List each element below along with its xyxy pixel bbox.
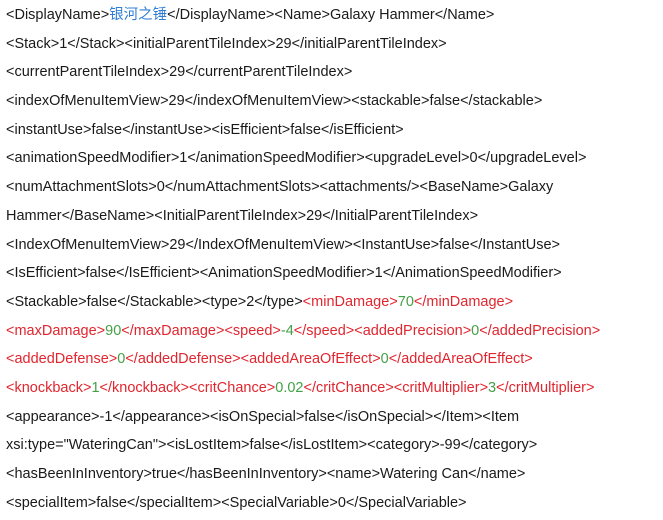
- xml-line: Hammer</BaseName><InitialParentTileIndex…: [6, 205, 663, 234]
- xml-segment-red: </knockback><critChance>: [99, 379, 276, 396]
- xml-segment-default: <DisplayName>: [6, 7, 110, 23]
- xml-segment-red: <addedDefense>: [6, 351, 118, 368]
- xml-segment-red: </addedAreaOfEffect>: [388, 351, 533, 368]
- xml-segment-green: -4: [280, 322, 294, 339]
- xml-segment-default: <currentParentTileIndex>29</currentParen…: [6, 64, 353, 81]
- xml-segment-red: </minDamage>: [413, 293, 514, 310]
- xml-segment-green: 0.02: [275, 379, 304, 396]
- xml-segment-default: <specialItem>false</specialItem><Special…: [6, 494, 467, 511]
- xml-line: <Stack>1</Stack><initialParentTileIndex>…: [6, 33, 663, 62]
- xml-segment-green: 3: [488, 379, 497, 396]
- xml-line: <hasBeenInInventory>true</hasBeenInInven…: [6, 463, 663, 492]
- xml-segment-red: <maxDamage>: [6, 322, 106, 339]
- xml-segment-red: <minDamage>: [302, 293, 398, 310]
- xml-segment-default: xsi:type="WateringCan"><isLostItem>false…: [6, 437, 538, 454]
- xml-segment-default: <indexOfMenuItemView>29</indexOfMenuItem…: [6, 93, 543, 110]
- xml-segment-cjk: 银河之锤: [109, 7, 168, 23]
- xml-line: <Stackable>false</Stackable><type>2</typ…: [6, 291, 663, 320]
- xml-segment-red: </addedPrecision>: [479, 322, 601, 339]
- xml-line: <animationSpeedModifier>1</animationSpee…: [6, 147, 663, 176]
- xml-segment-red: </critMultiplier>: [496, 379, 595, 396]
- xml-line: <addedDefense>0</addedDefense><addedArea…: [6, 348, 663, 377]
- xml-line: <IndexOfMenuItemView>29</IndexOfMenuItem…: [6, 234, 663, 263]
- xml-segment-red: </critChance><critMultiplier>: [303, 379, 489, 396]
- xml-segment-green: 0: [471, 322, 480, 339]
- xml-segment-green: 90: [105, 322, 122, 339]
- xml-segment-default: <hasBeenInInventory>true</hasBeenInInven…: [6, 466, 526, 482]
- xml-line: <knockback>1</knockback><critChance>0.02…: [6, 377, 663, 406]
- xml-segment-default: <IsEfficient>false</IsEfficient><Animati…: [6, 265, 562, 282]
- xml-segment-green: 0: [117, 351, 126, 368]
- xml-segment-green: 70: [397, 293, 414, 310]
- xml-segment-default: Hammer</BaseName><InitialParentTileIndex…: [6, 207, 479, 224]
- xml-segment-default: </DisplayName><Name>Galaxy Hammer</Name>: [167, 7, 495, 23]
- xml-segment-default: <instantUse>false</instantUse><isEfficie…: [6, 121, 404, 138]
- xml-segment-default: <numAttachmentSlots>0</numAttachmentSlot…: [6, 179, 554, 196]
- xml-segment-red: </speed><addedPrecision>: [293, 322, 472, 339]
- xml-line: <currentParentTileIndex>29</currentParen…: [6, 61, 663, 90]
- xml-segment-default: <animationSpeedModifier>1</animationSpee…: [6, 150, 587, 167]
- xml-segment-red: <knockback>: [6, 379, 92, 396]
- xml-line: <instantUse>false</instantUse><isEfficie…: [6, 119, 663, 148]
- xml-segment-default: <appearance>-1</appearance><isOnSpecial>…: [6, 408, 520, 425]
- xml-line: <IsEfficient>false</IsEfficient><Animati…: [6, 262, 663, 291]
- xml-segment-red: </addedDefense><addedAreaOfEffect>: [125, 351, 381, 368]
- xml-segment-green: 1: [91, 379, 100, 396]
- xml-line: xsi:type="WateringCan"><isLostItem>false…: [6, 434, 663, 463]
- xml-segment-green: 0: [380, 351, 389, 368]
- xml-segment-red: </maxDamage><speed>: [121, 322, 281, 339]
- xml-line: <numAttachmentSlots>0</numAttachmentSlot…: [6, 176, 663, 205]
- xml-line: <DisplayName>银河之锤</DisplayName><Name>Gal…: [6, 4, 663, 33]
- xml-segment-default: <Stackable>false</Stackable><type>2</typ…: [6, 293, 303, 310]
- xml-line: <indexOfMenuItemView>29</indexOfMenuItem…: [6, 90, 663, 119]
- xml-line: <specialItem>false</specialItem><Special…: [6, 492, 663, 520]
- xml-line: <appearance>-1</appearance><isOnSpecial>…: [6, 406, 663, 435]
- xml-segment-default: <Stack>1</Stack><initialParentTileIndex>…: [6, 35, 447, 52]
- xml-segment-default: <IndexOfMenuItemView>29</IndexOfMenuItem…: [6, 236, 561, 253]
- xml-line: <maxDamage>90</maxDamage><speed>-4</spee…: [6, 320, 663, 349]
